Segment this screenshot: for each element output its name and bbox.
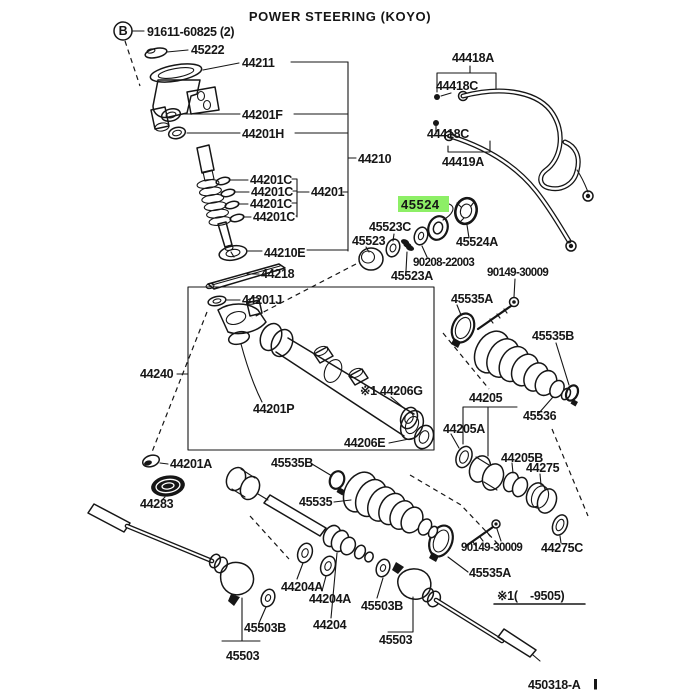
part-label-44205b: 44205B [501,451,543,465]
part-label-44205a: 44205A [443,422,485,436]
input-shaft-drawing [196,144,349,290]
small-left-parts-drawing [141,454,185,501]
highlight-box [398,196,449,212]
control-valve-drawing [113,21,357,252]
part-label-45535: 45535 [299,495,333,509]
part-label-44418a: 44418A [452,51,494,65]
part-label-44205: 44205 [469,391,503,405]
part-label-90149-30009-2: 90149-30009 [461,542,522,554]
part-label-44240: 44240 [140,367,174,381]
part-label-45535a-1: 45535A [451,292,493,306]
part-label-44201a: 44201A [170,457,212,471]
part-label-45524a: 45524A [456,235,498,249]
part-label-44211: 44211 [242,56,275,70]
part-label-44210: 44210 [358,152,392,166]
part-label-45503-1: 45503 [379,633,413,647]
part-label-44201c-4: 44201C [253,210,295,224]
right-tie-rod-drawing [375,558,541,662]
part-label-44204a-2: 44204A [309,592,351,606]
figure-number-cropped-glyph [594,679,597,690]
part-label-44206g: ※1 44206G [360,384,423,398]
part-label-44275: 44275 [526,461,560,475]
clamp-bolt-upper-drawing [450,278,520,348]
bushing-group-drawing [450,406,569,544]
part-label-45524-highlighted[interactable]: 45524 [401,197,440,212]
clamp-bolt-lower-drawing [428,519,502,573]
part-label-45535b-2: 45535B [271,456,313,470]
note-production-range-open: ※1( [497,589,519,603]
part-label-44201f: 44201F [242,108,283,122]
part-label-44210e: 44210E [264,246,305,260]
part-label-44201h: 44201H [242,127,284,141]
part-label-44283: 44283 [140,497,174,511]
part-label-91611-60825: 91611-60825 (2) [147,25,234,39]
part-label-45535a-2: 45535A [469,566,511,580]
part-label-44418c-1: 44418C [436,79,478,93]
left-tie-rod-drawing [87,503,276,642]
part-label-44419a: 44419A [442,155,484,169]
figure-number: 450318-A [528,678,581,692]
part-label-45523: 45523 [352,234,386,248]
part-label-45503-2: 45503 [226,649,260,663]
part-label-44206e: 44206E [344,436,385,450]
diagram-title: POWER STEERING (KOYO) [249,9,431,24]
part-label-45523c: 45523C [369,220,411,234]
part-label-44201c-3: 44201C [250,197,292,211]
left-boot-drawing [311,463,439,539]
right-boot-drawing [473,330,580,414]
part-label-44201j: 44201J [242,293,282,307]
labels: POWER STEERING (KOYO) B 91611-60825 (2) … [119,9,597,692]
part-label-44204a-1: 44204A [281,580,323,594]
part-label-44218: 44218 [261,267,295,281]
part-label-45523a: 45523A [391,269,433,283]
part-label-44201c-1: 44201C [250,173,292,187]
callout-b-label: B [119,24,128,38]
gear-housing-drawing [176,286,435,451]
part-label-90208-22003: 90208-22003 [413,257,474,269]
part-label-44201c-2: 44201C [251,185,293,199]
pressure-hoses-drawing [433,65,594,252]
part-label-45222: 45222 [191,43,225,57]
part-label-45503b-2: 45503B [244,621,286,635]
part-label-45536: 45536 [523,409,557,423]
part-label-44418c-2: 44418C [427,127,469,141]
part-label-45503b-1: 45503B [361,599,403,613]
rack-end-drawing [225,466,374,619]
part-label-44275c: 44275C [541,541,583,555]
note-production-range-close: -9505) [530,589,564,603]
pinion-plug-cluster-drawing [358,196,478,272]
dashed-guide-lines [124,40,589,560]
part-label-90149-30009-1: 90149-30009 [487,267,548,279]
part-label-44201p: 44201P [253,402,294,416]
part-label-45535b-1: 45535B [532,329,574,343]
part-label-44204: 44204 [313,618,347,632]
part-label-44201: 44201 [311,185,345,199]
diagram-artwork [87,21,594,662]
